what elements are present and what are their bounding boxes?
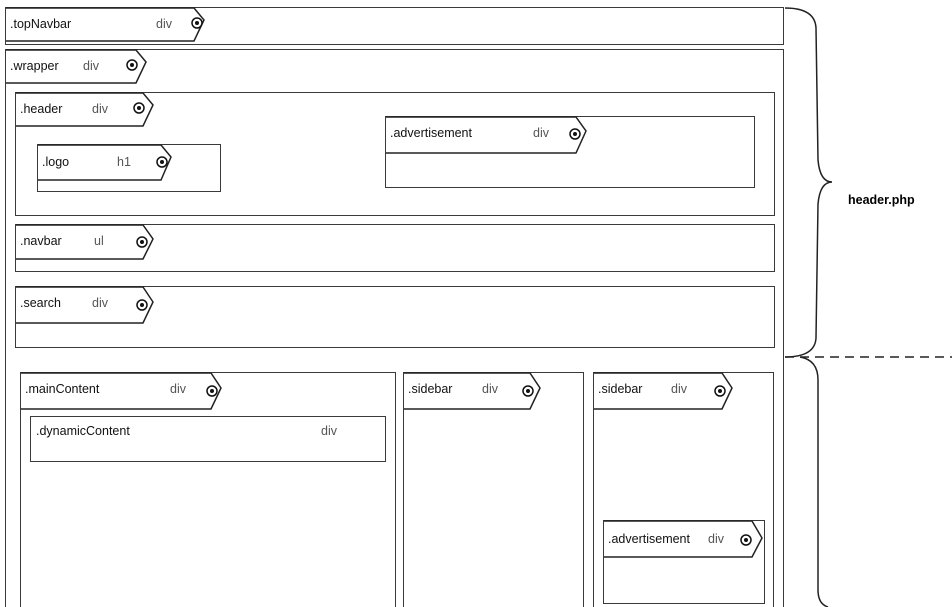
sidebar-1-label: .sidebar [408,382,453,396]
dynamic-content-box: .dynamicContent div [30,416,386,462]
dynamic-content-type: div [321,424,337,438]
navbar-type: ul [94,234,104,248]
advertisement-header-label: .advertisement [390,126,472,140]
target-icon [133,102,145,114]
main-content-label: .mainContent [25,382,100,396]
navbar-label: .navbar [20,234,62,248]
sidebar-2-type: div [671,382,687,396]
top-navbar-label: .topNavbar [10,17,72,31]
content-brace [799,356,829,607]
search-box: .search div [15,286,775,348]
advertisement-header-box: .advertisement div [385,116,755,188]
logo-label: .logo [42,155,70,169]
search-label: .search [20,296,61,310]
target-icon [206,385,218,397]
wrapper-type: div [83,59,99,73]
header-type: div [92,102,108,116]
logo-type: h1 [117,155,131,169]
header-file-annotation: header.php [848,193,915,207]
advertisement-sidebar-type: div [708,532,724,546]
target-icon [569,128,581,140]
target-icon [740,534,752,546]
advertisement-sidebar-box: .advertisement div [603,520,765,604]
target-icon [714,385,726,397]
target-icon [156,156,168,168]
main-content-box: .mainContent div [20,372,396,607]
main-content-type: div [170,382,186,396]
top-navbar-box: .topNavbar div [5,7,784,45]
sidebar-2-label: .sidebar [598,382,643,396]
target-icon [191,17,203,29]
target-icon [136,236,148,248]
navbar-box: .navbar ul [15,224,775,272]
sidebar-1-type: div [482,382,498,396]
header-label: .header [20,102,63,116]
advertisement-sidebar-label: .advertisement [608,532,690,546]
logo-box: .logo h1 [37,144,221,192]
search-type: div [92,296,108,310]
target-icon [126,59,138,71]
sidebar-1-box: .sidebar div [403,372,584,607]
advertisement-header-type: div [533,126,549,140]
header-brace [784,7,833,358]
target-icon [136,299,148,311]
wrapper-label: .wrapper [10,59,59,73]
target-icon [522,385,534,397]
dynamic-content-label: .dynamicContent [36,424,130,438]
top-navbar-type: div [156,17,172,31]
